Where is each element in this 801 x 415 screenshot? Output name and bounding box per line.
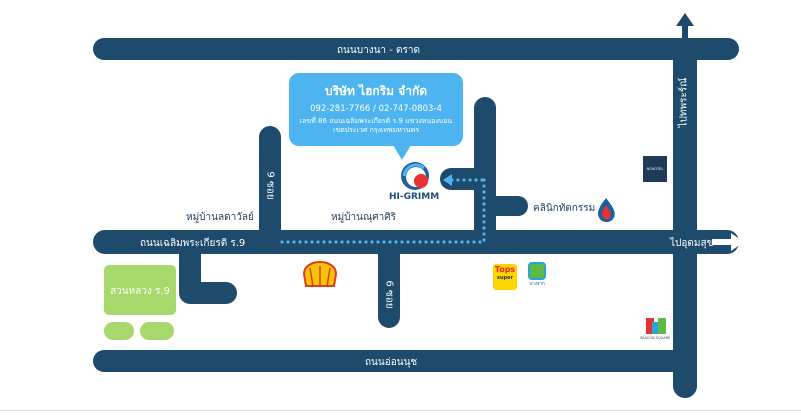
route-dot: [424, 240, 428, 244]
route-dot: [466, 240, 470, 244]
route-dot: [388, 240, 392, 244]
novotel-logo-text: NOVOTEL: [646, 167, 664, 171]
route-dot: [322, 240, 326, 244]
seacon-logo-text: SEACON SQUARE: [640, 336, 671, 340]
company-info-bubble: บริษัท ไฮกริม จำกัด 092-281-7766 / 02-74…: [289, 73, 463, 160]
novotel-logo-icon: NOVOTEL: [643, 156, 667, 182]
route-dot: [370, 240, 374, 244]
seacon-logo-icon: [646, 318, 666, 334]
company-address-line2: เขตประเวศ กรุงเทพมหานคร: [332, 126, 420, 134]
park-label: สวนหลวง ร.9: [110, 286, 170, 297]
soi-left-label: 9 ซอย: [264, 171, 276, 200]
company-address-line1: เลขที่ 86 ถนนเฉลิมพระเกียรติ ร.9 แขวงหนอ…: [299, 117, 453, 125]
bottom-divider: [0, 410, 801, 411]
bangchak-text: บางจาก: [529, 282, 545, 287]
road-soi-9: [259, 126, 281, 244]
route-dot: [394, 240, 398, 244]
route-dot: [328, 240, 332, 244]
route-dot: [472, 240, 476, 244]
soi-bottom-label: 6 ซอย: [383, 280, 395, 309]
roads: [93, 38, 739, 398]
route-dot: [456, 178, 460, 182]
arrow-right-icon: [712, 233, 744, 251]
route-dot: [376, 240, 380, 244]
road-label-on-nut: ถนนอ่อนนุช: [365, 357, 418, 368]
route-dot: [482, 208, 486, 212]
village-lada-label: หมู่บ้านลดาวัลย์: [186, 212, 254, 223]
road-bangna-trad: [93, 38, 739, 60]
route-dot: [364, 240, 368, 244]
route-dot: [468, 178, 472, 182]
route-dot: [346, 240, 350, 244]
route-dot: [334, 240, 338, 244]
company-name: บริษัท ไฮกริม จำกัด: [324, 84, 428, 98]
route-dot: [358, 240, 362, 244]
arrow-up-icon: [676, 13, 694, 40]
route-arrow-icon: [443, 174, 452, 186]
route-dot: [480, 178, 484, 182]
bangchak-logo-icon: บางจาก: [526, 262, 548, 290]
route-dot: [418, 240, 422, 244]
route-dot: [400, 240, 404, 244]
route-dot: [460, 240, 464, 244]
road-on-nut: [93, 350, 697, 372]
route-dot: [482, 196, 486, 200]
route-dot: [482, 214, 486, 218]
route-dot: [304, 240, 308, 244]
route-dot: [436, 240, 440, 244]
route-dot: [430, 240, 434, 244]
route-dot: [310, 240, 314, 244]
village-nusasiri-label: หมู่บ้านณุศาศิริ: [331, 212, 396, 223]
hi-grimm-logo-text: HI-GRIMM: [389, 192, 440, 202]
route-dot: [382, 240, 386, 244]
route-dot: [482, 238, 486, 242]
tops-text: Tops: [494, 265, 516, 274]
route-dot: [412, 240, 416, 244]
road-label-bangna-trad: ถนนบางนา - ตราด: [337, 45, 420, 56]
route-dot: [482, 202, 486, 206]
direction-up-label: ไปทพระร์ณ์: [678, 77, 690, 128]
road-soi-6: [378, 240, 400, 328]
road-clinic-branch: [476, 196, 528, 216]
clinic-drop-icon: [598, 198, 615, 222]
route-dot: [482, 190, 486, 194]
route-dot: [448, 240, 452, 244]
route-dot: [292, 240, 296, 244]
company-phone: 092-281-7766 / 02-747-0803-4: [310, 104, 442, 114]
route-dot: [482, 220, 486, 224]
clinic-label: คลินิกทัตกรรม: [533, 203, 596, 214]
route-dot: [442, 240, 446, 244]
route-dot: [482, 184, 486, 188]
bubble-tail: [393, 145, 411, 160]
route-dot: [482, 232, 486, 236]
route-dot: [406, 240, 410, 244]
road-label-chaloem: ถนนเฉลิมพระเกียรติ ร.9: [140, 238, 246, 249]
route-dot: [352, 240, 356, 244]
hi-grimm-logo-icon: [401, 162, 429, 190]
route-dot: [340, 240, 344, 244]
park-pond-right: [140, 322, 174, 340]
road-chaloem-phrakiat: [93, 230, 739, 254]
shell-logo-icon: [302, 260, 338, 287]
route-dot: [316, 240, 320, 244]
road-park-horizontal: [179, 282, 237, 304]
route-dot: [280, 240, 284, 244]
park-pond-left: [104, 322, 134, 340]
route-dot: [474, 178, 478, 182]
tops-sub-text: super: [497, 275, 513, 281]
route-dot: [454, 240, 458, 244]
route-dot: [482, 226, 486, 230]
park-main: [104, 265, 176, 315]
direction-right-label: ไปอุดมสุข: [670, 238, 714, 249]
route-dot: [286, 240, 290, 244]
route-dot: [478, 240, 482, 244]
road-right-vertical: [673, 38, 697, 398]
route-dot: [298, 240, 302, 244]
route-dot: [462, 178, 466, 182]
